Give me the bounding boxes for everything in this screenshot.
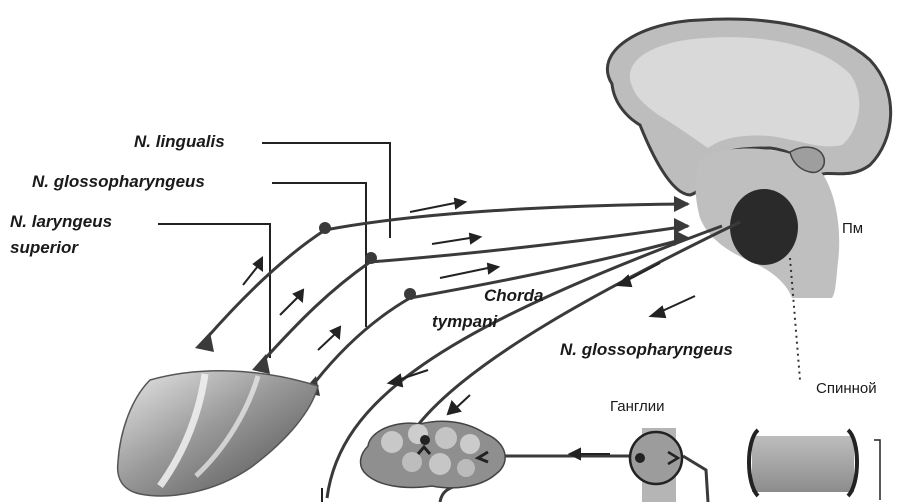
- ganglion-cluster: [361, 421, 506, 488]
- tongue: [118, 371, 318, 496]
- label-pm: Пм: [842, 220, 863, 237]
- label-n-lingualis: N. lingualis: [134, 132, 225, 152]
- label-chorda: Chorda: [484, 286, 544, 306]
- label-n-glossopharyngeus-top: N. glossopharyngeus: [32, 172, 205, 192]
- label-superior: superior: [10, 238, 78, 258]
- label-n-glossopharyngeus-bottom: N. glossopharyngeus: [560, 340, 733, 360]
- brain: [607, 19, 890, 380]
- spinal-cord-segment: [749, 430, 880, 500]
- spinal-ganglion: [630, 428, 682, 502]
- label-spinnoi: Спинной: [816, 380, 877, 397]
- brainstem-nucleus: [730, 189, 798, 265]
- label-ganglii: Ганглии: [610, 398, 665, 415]
- nucleus-arrowheads: [674, 196, 690, 246]
- label-tympani: tympani: [432, 312, 497, 332]
- neuron-somas: [319, 222, 416, 300]
- label-n-laryngeus: N. laryngeus: [10, 212, 112, 232]
